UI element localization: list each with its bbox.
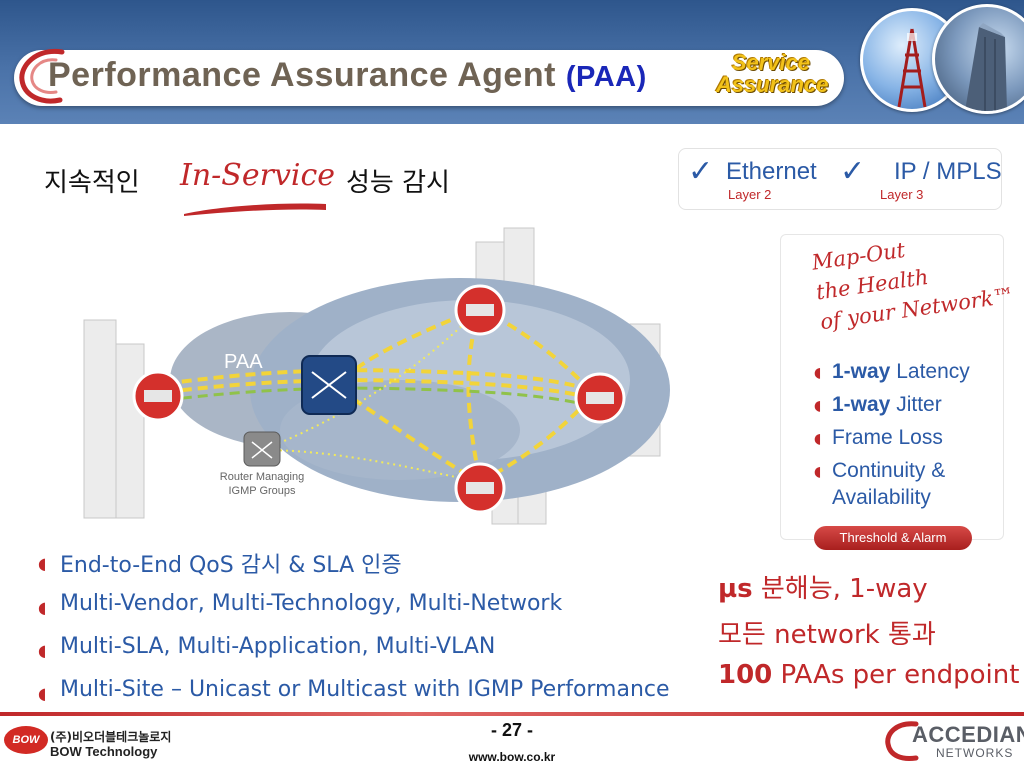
paa-device-icon (454, 462, 506, 514)
paa-device-icon (454, 284, 506, 336)
bullet-qos: End-to-End QoS 감시 & SLA 인증 (60, 553, 402, 578)
paa-label: PAA (224, 351, 263, 373)
layer-ethernet-sub: Layer 2 (728, 187, 772, 202)
check-icon: ✓ (688, 154, 714, 189)
layer-ipmpls-sub: Layer 3 (880, 187, 924, 202)
bullet-icon: ◖ (38, 598, 47, 617)
metric-jitter: 1-way Jitter (832, 393, 942, 416)
title-paa: (PAA) (565, 61, 647, 93)
highlight-network: 모든 network 통과 (718, 620, 936, 650)
bullet-site: Multi-Site – Unicast or Multicast with I… (60, 677, 670, 702)
layer-ipmpls: IP / MPLS (894, 158, 1002, 185)
bullet-icon: ◖ (38, 684, 47, 703)
bullet-icon: ◖ (38, 641, 47, 660)
metric-frame-loss: Frame Loss (832, 426, 943, 449)
layer-box (678, 148, 1002, 210)
network-diagram: PAA Router Managing IGMP Groups (83, 227, 670, 525)
title-bar (14, 50, 844, 106)
accedian-logo: ACCEDIAN (912, 722, 1024, 747)
badge-line-2: Assurance (716, 72, 829, 97)
badge-line-1: Service (731, 50, 811, 75)
accedian-networks: NETWORKS (936, 746, 1014, 760)
highlight-paas: 100 PAAs per endpoint (718, 660, 1020, 690)
website-url: www.bow.co.kr (468, 750, 556, 764)
building-photo (932, 4, 1024, 114)
health-panel (780, 234, 1004, 540)
bullet-sla: Multi-SLA, Multi-Application, Multi-VLAN (60, 634, 496, 659)
subtitle-prefix: 지속적인 (44, 168, 140, 198)
bow-logo-icon: BOW (4, 726, 48, 754)
page-title: Performance Assurance Agent (PAA) (48, 56, 647, 95)
accedian-swirl-icon (885, 721, 919, 761)
brush-underline (184, 203, 326, 216)
title-main: Performance Assurance Agent (48, 56, 556, 94)
metric-availability: Availability (832, 486, 931, 509)
check-icon: ✓ (840, 154, 866, 189)
bow-company-kr: (주)비오더블테크놀로지 (50, 730, 172, 744)
bullet-icon: ◖ (814, 431, 822, 447)
service-assurance-badge: Service Assurance (716, 50, 829, 102)
paa-device-icon (132, 370, 184, 422)
router-label-2: IGMP Groups (228, 485, 296, 497)
bullet-icon: ◖ (814, 464, 822, 480)
threshold-alarm-badge: Threshold & Alarm (814, 526, 972, 550)
layer-ethernet: Ethernet (726, 158, 817, 185)
paa-device-icon (574, 372, 626, 424)
bullet-icon: ◖ (38, 554, 47, 573)
bullet-vendor: Multi-Vendor, Multi-Technology, Multi-Ne… (60, 591, 563, 616)
bullet-icon: ◖ (814, 365, 822, 381)
bullet-icon: ◖ (814, 398, 822, 414)
highlight-resolution: µs 분해능, 1-way (718, 574, 928, 604)
footer-divider (0, 712, 1024, 716)
router-label-1: Router Managing (220, 471, 304, 483)
subtitle-suffix: 성능 감시 (346, 168, 450, 198)
swirl-logo-icon (19, 48, 65, 104)
metric-continuity: Continuity & (832, 459, 946, 482)
metric-latency: 1-way Latency (832, 360, 970, 383)
bow-company-en: BOW Technology (50, 744, 158, 759)
igmp-router-icon (243, 431, 281, 467)
subtitle-highlight: In-Service (180, 158, 336, 193)
page-number: - 27 - (490, 720, 533, 740)
